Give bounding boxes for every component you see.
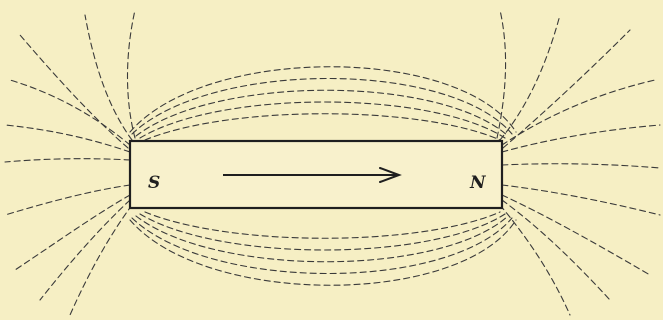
field-line: [501, 199, 611, 301]
south-pole-label: S: [148, 173, 160, 193]
field-lines: [4, 9, 661, 316]
north-pole-label: N: [469, 173, 487, 193]
bar-magnet: S N: [128, 139, 504, 210]
field-line: [139, 213, 506, 251]
field-line: [84, 14, 133, 141]
field-line: [144, 211, 501, 239]
field-line: [4, 184, 131, 216]
field-line: [39, 199, 131, 301]
field-line: [501, 124, 661, 153]
field-line: [499, 204, 571, 316]
field-line: [135, 215, 509, 263]
field-line: [144, 113, 501, 141]
field-line: [131, 77, 513, 135]
field-line: [501, 194, 651, 276]
field-line: [502, 29, 631, 149]
field-line: [4, 158, 131, 163]
field-line: [4, 124, 131, 153]
field-line: [496, 9, 507, 139]
field-line: [14, 194, 131, 271]
field-line: [19, 34, 129, 149]
field-line: [501, 79, 656, 146]
field-line: [131, 217, 513, 275]
field-line: [9, 79, 131, 146]
field-line: [126, 9, 136, 139]
field-line: [129, 66, 517, 133]
field-line: [499, 14, 561, 141]
field-line: [135, 89, 509, 137]
field-line: [129, 219, 517, 286]
direction-arrow: [223, 167, 402, 183]
field-line: [69, 204, 133, 316]
field-line: [501, 184, 661, 216]
field-line: [139, 101, 506, 139]
field-line: [501, 163, 661, 169]
